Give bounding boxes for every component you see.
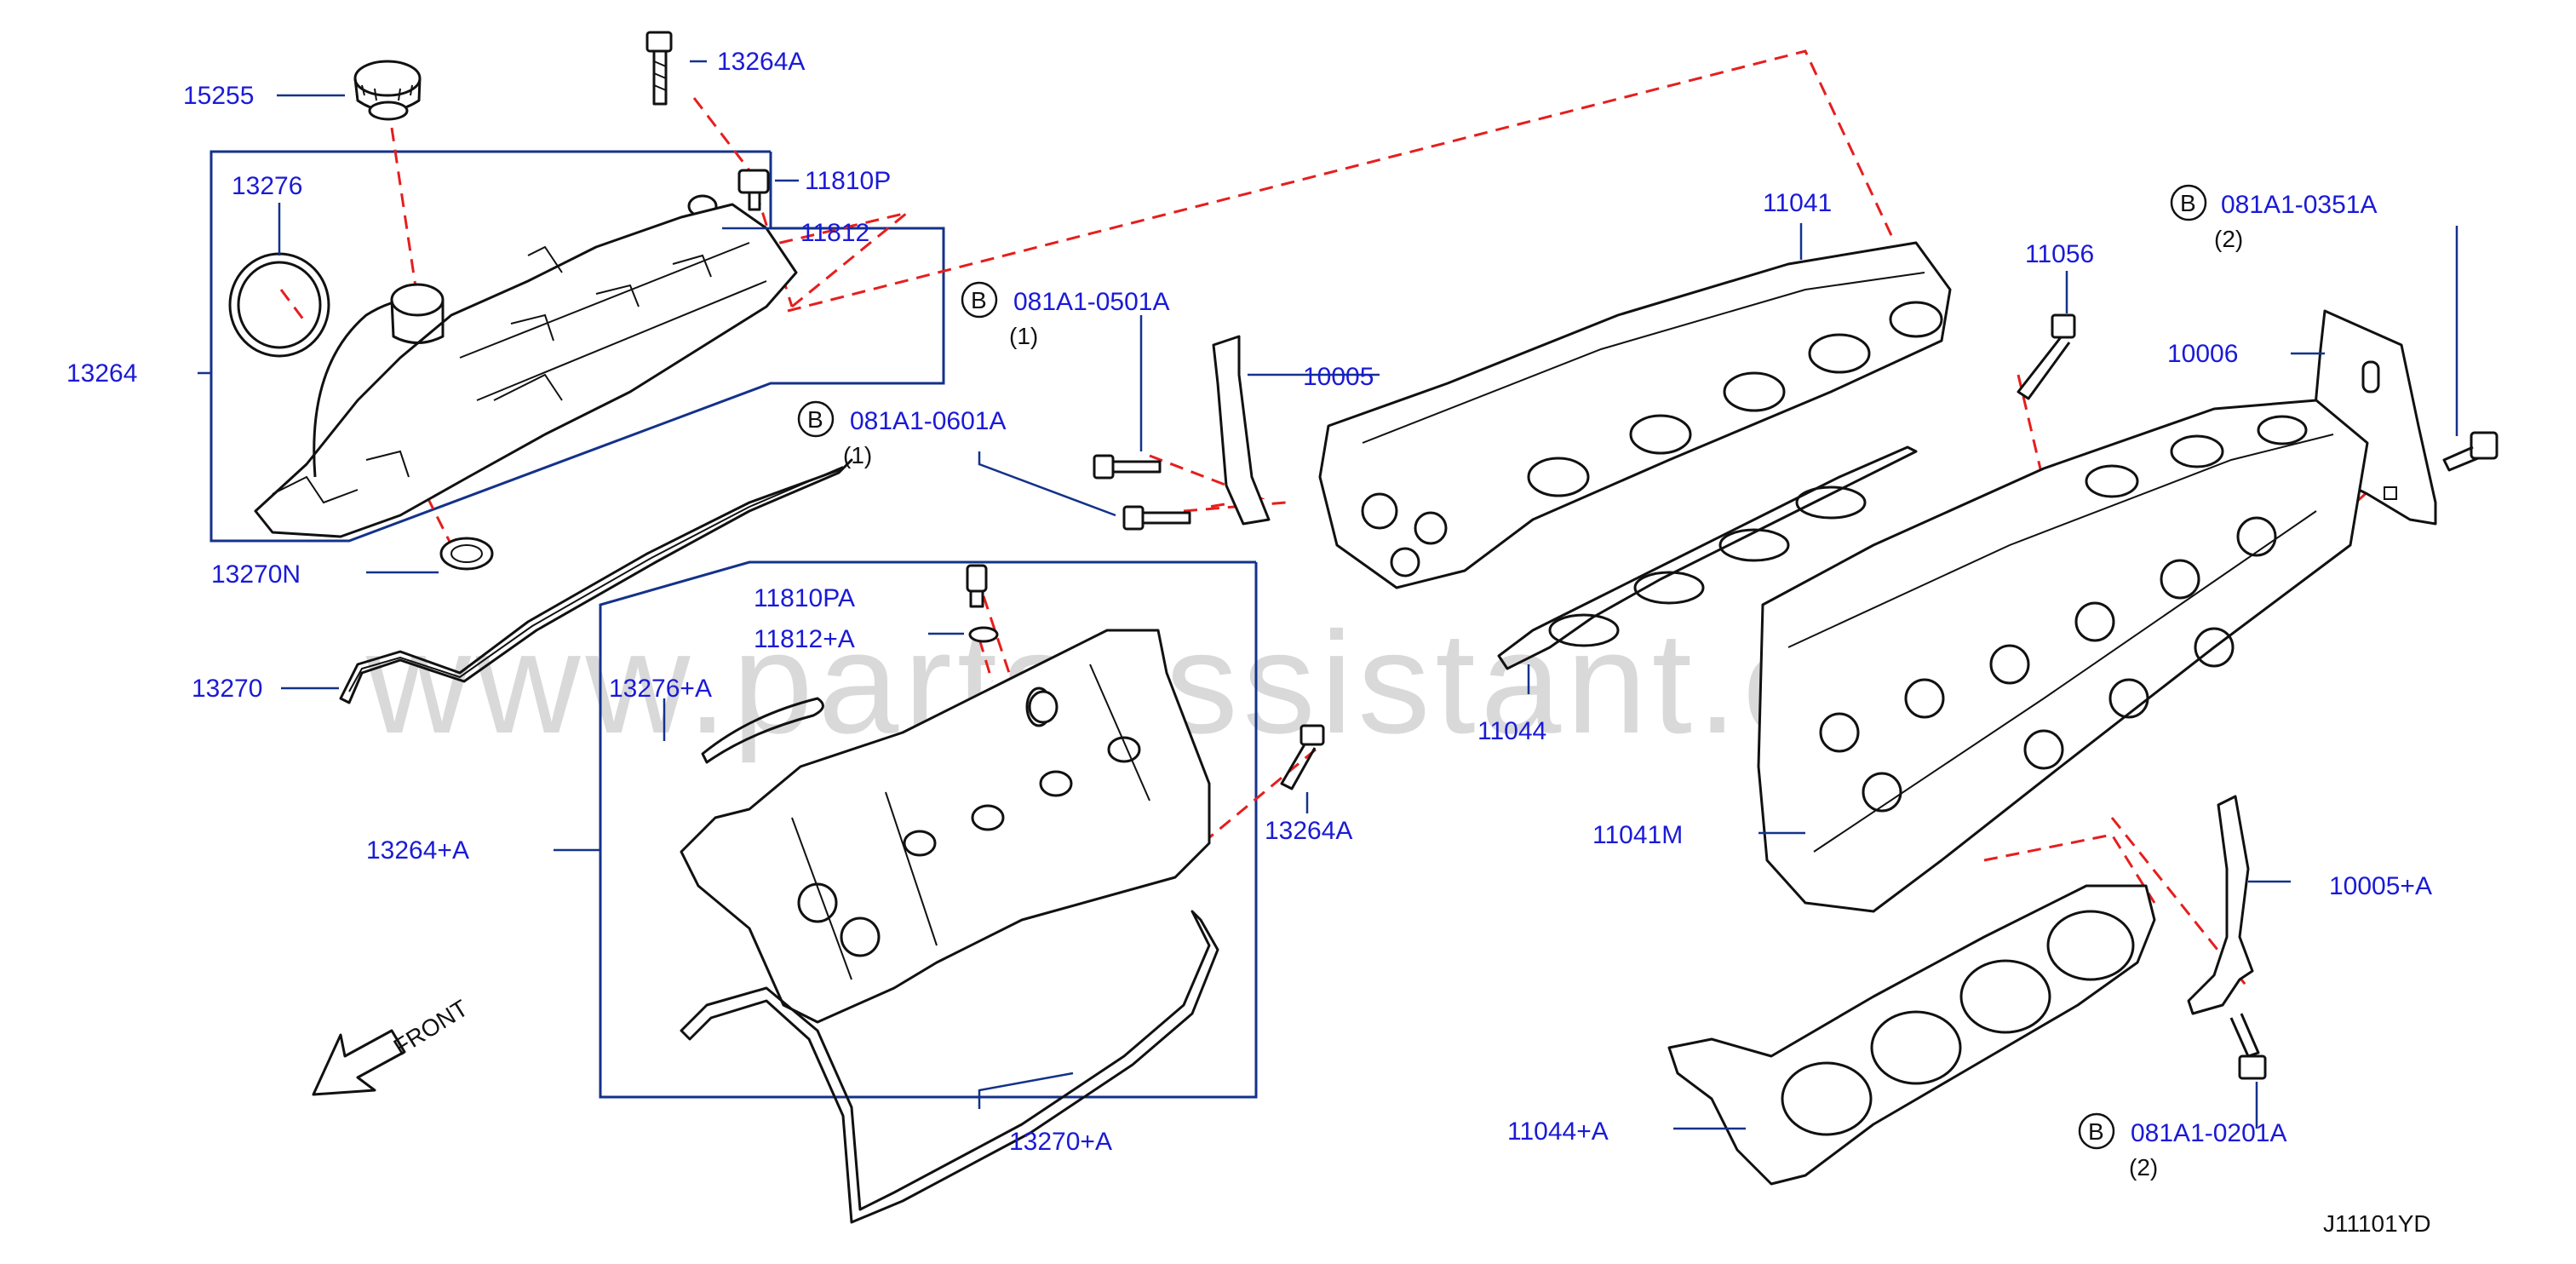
label-13270: 13270 [192,675,262,703]
label-13264: 13264 [66,359,137,388]
front-direction-label: FRONT [389,995,473,1060]
group-box-13264 [209,150,945,543]
bolt-11056 [2017,313,2076,400]
pcv-valve-11810p [737,169,770,211]
bolt-ref-circle-letter: B [807,406,823,433]
label-11041: 11041 [1763,189,1832,217]
label-13276-plus-a: 13276+A [609,675,712,703]
bolt-13264a-mid [1280,724,1325,790]
bolt-081a1-0201a [2229,1013,2267,1080]
bolt-ref-code: 081A1-0351A [2221,191,2378,219]
head-gasket-11044 [1497,445,1918,670]
cylinder-head-11041 [1318,241,1952,589]
bolt-ref-081a1-0351a: B 081A1-0351A (2) [2170,184,2378,252]
grommet-13270n [439,537,494,571]
bolt-ref-code: 081A1-0601A [850,407,1007,435]
bolt-ref-circle-letter: B [971,287,987,313]
bolt-ref-081a1-0201a: B 081A1-0201A (2) [2078,1112,2287,1181]
label-15255: 15255 [183,82,254,110]
leader-lines [198,60,2458,1130]
label-11812-plus-a: 11812+A [754,625,855,653]
pcv-valve-11810pa [966,564,988,608]
bolt-ref-circle-letter: B [2180,190,2196,216]
bolt-ref-081a1-0601a: B 081A1-0601A (1) [797,400,1007,468]
label-13270-plus-a: 13270+A [1009,1128,1112,1156]
rocker-cover-left [254,203,798,538]
label-13264a-mid: 13264A [1265,817,1352,845]
bolt-ref-code: 081A1-0501A [1013,288,1170,316]
gasket-13270 [339,458,853,704]
oil-filler-cap [353,60,422,121]
label-11044-plus-a: 11044+A [1507,1117,1609,1146]
watermark-text: www.partsassistant.com [365,602,2031,764]
diagram-code: J11101YD [2323,1210,2431,1237]
label-13264-plus-a: 13264+A [366,836,469,865]
head-gasket-11044-plus-a [1667,884,2156,1186]
bolt-ref-qty: (1) [1009,323,1038,349]
bolt-ref-code: 081A1-0201A [2131,1119,2287,1147]
o-ring-13276-plus-a [701,697,824,764]
label-13270n: 13270N [211,560,301,589]
bolt-081a1-0351a [2442,431,2499,472]
bolt-ref-circle-letter: B [2088,1118,2104,1145]
label-11044: 11044 [1477,717,1546,745]
gasket-13270-plus-a [680,910,1219,1224]
bracket-10005 [1212,335,1271,526]
bolt-ref-qty: (2) [2129,1154,2158,1181]
seal-11812-plus-a [968,626,999,643]
label-11810p: 11810P [805,167,891,195]
cylinder-head-11041m [1757,399,2369,913]
front-direction-arrow [312,1029,406,1096]
bolt-ref-081a1-0501a: B 081A1-0501A (1) [961,281,1170,349]
label-10006: 10006 [2167,340,2238,368]
bolt-13264a-top [645,31,673,106]
label-10005-plus-a: 10005+A [2329,872,2432,900]
label-11056: 11056 [2025,240,2094,268]
label-10005: 10005 [1303,363,1374,391]
bracket-10005-plus-a [2187,795,2254,1015]
label-11041m: 11041M [1592,821,1683,849]
bolt-ref-qty: (2) [2214,226,2243,252]
o-ring-13276 [228,252,330,358]
bolt-ref-qty: (1) [843,442,872,468]
label-13276: 13276 [232,172,302,200]
label-13264a-top: 13264A [717,48,805,76]
bolts-081a1-0501a [1093,454,1191,531]
label-11810pa: 11810PA [754,584,855,612]
label-11812: 11812 [800,219,869,247]
